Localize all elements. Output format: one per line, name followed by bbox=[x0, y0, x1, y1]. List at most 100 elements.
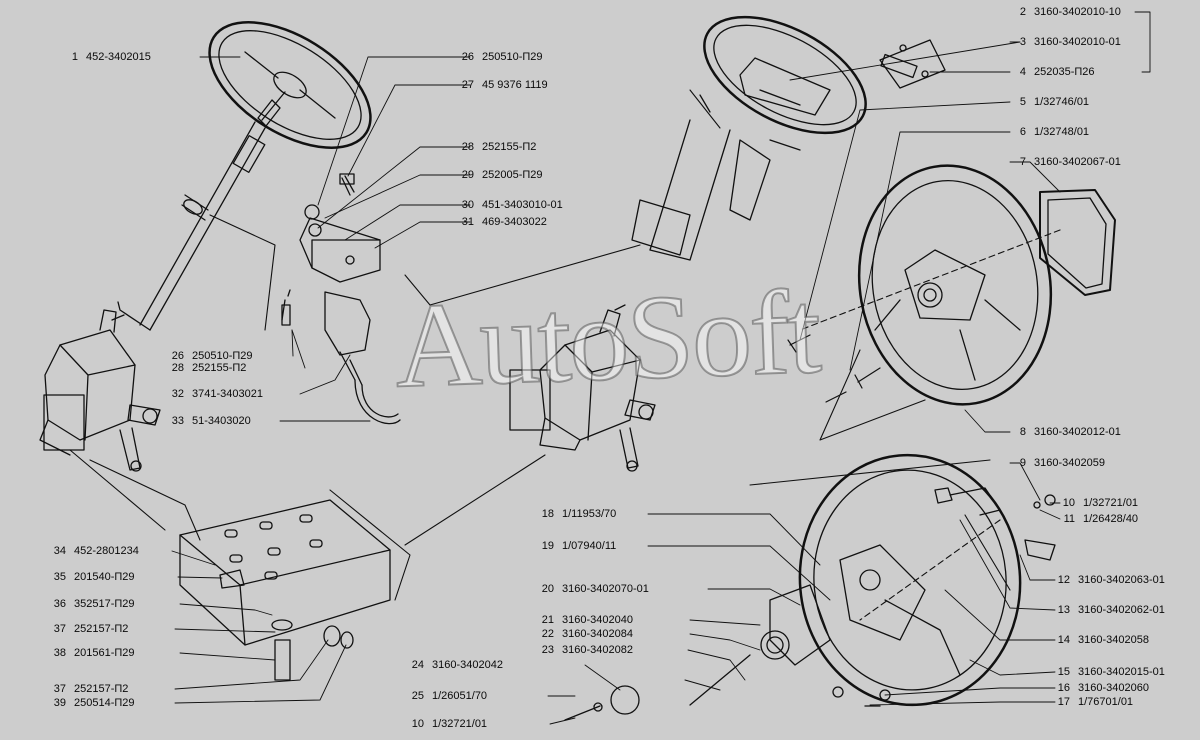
callout-c17: 17 1/76701/01 bbox=[1052, 696, 1133, 708]
callout-number: 7 bbox=[1019, 156, 1026, 168]
callout-number: 3 bbox=[1019, 36, 1026, 48]
callout-number: 28 bbox=[171, 362, 184, 374]
callout-part-number: 3160-3402070-01 bbox=[562, 583, 649, 595]
callout-number: 12 bbox=[1057, 574, 1070, 586]
callout-number: 36 bbox=[53, 598, 66, 610]
callout-c6: 6 1/32748/01 bbox=[1008, 126, 1089, 138]
callout-number: 22 bbox=[541, 628, 554, 640]
callout-part-number: 452-3402015 bbox=[86, 51, 151, 63]
callout-part-number: 3160-3402084 bbox=[562, 628, 633, 640]
callout-number: 19 bbox=[541, 540, 554, 552]
callout-number: 33 bbox=[171, 415, 184, 427]
steering-gear-center bbox=[509, 304, 656, 472]
callout-number: 31 bbox=[461, 216, 474, 228]
callout-part-number: 3160-3402010-01 bbox=[1034, 36, 1121, 48]
callout-part-number: 1/32748/01 bbox=[1034, 126, 1090, 138]
callout-part-number: 3160-3402067-01 bbox=[1034, 156, 1121, 168]
assembly-guide-lines bbox=[69, 89, 1061, 691]
callout-c26b: 26 250510-П29 bbox=[166, 350, 253, 362]
callout-number: 20 bbox=[541, 583, 554, 595]
callout-number: 4 bbox=[1019, 66, 1026, 78]
callout-part-number: 3160-3402059 bbox=[1034, 457, 1105, 469]
callout-number: 28 bbox=[461, 141, 474, 153]
callout-number: 26 bbox=[461, 51, 474, 63]
steering-wheel-upper-right bbox=[703, 15, 867, 135]
callout-part-number: 3160-3402042 bbox=[432, 659, 503, 671]
callout-number: 24 bbox=[411, 659, 424, 671]
callout-c24: 24 3160-3402042 bbox=[406, 659, 503, 671]
steering-column-upper-left bbox=[111, 121, 266, 331]
horn-pad bbox=[1039, 189, 1116, 296]
callout-part-number: 1/07940/11 bbox=[562, 540, 617, 552]
callout-number: 21 bbox=[541, 614, 554, 626]
callout-c22: 22 3160-3402084 bbox=[536, 628, 633, 640]
callout-c1: 1 452-3402015 bbox=[60, 51, 151, 63]
callout-part-number: 3160-3402040 bbox=[562, 614, 633, 626]
callout-c20: 20 3160-3402070-01 bbox=[536, 583, 649, 595]
callout-c28: 28 252155-П2 bbox=[456, 141, 537, 153]
callout-part-number: 1/26051/70 bbox=[432, 690, 488, 702]
callout-part-number: 51-3403020 bbox=[192, 415, 251, 427]
callout-number: 23 bbox=[541, 644, 554, 656]
callout-c5: 5 1/32746/01 bbox=[1008, 96, 1089, 108]
callout-part-number: 250514-П29 bbox=[74, 697, 135, 709]
callout-part-number: 1/32746/01 bbox=[1034, 96, 1090, 108]
callout-part-number: 1/76701/01 bbox=[1078, 696, 1134, 708]
callout-part-number: 1/32721/01 bbox=[432, 718, 488, 730]
callout-number: 10 bbox=[411, 718, 424, 730]
callout-number: 1 bbox=[71, 51, 78, 63]
callout-c3: 3 3160-3402010-01 bbox=[1008, 36, 1121, 48]
callout-part-number: 250510-П29 bbox=[192, 350, 253, 362]
callout-number: 17 bbox=[1057, 696, 1070, 708]
callout-c26a: 26 250510-П29 bbox=[456, 51, 543, 63]
callout-c7: 7 3160-3402067-01 bbox=[1008, 156, 1121, 168]
callout-number: 2 bbox=[1019, 6, 1026, 18]
callout-c25: 25 1/26051/70 bbox=[406, 690, 487, 702]
callout-c21: 21 3160-3402040 bbox=[536, 614, 633, 626]
switch-parts-lower bbox=[934, 487, 1056, 561]
callout-number: 38 bbox=[53, 647, 66, 659]
steering-gear-upper-left bbox=[39, 309, 161, 472]
callout-part-number: 201561-П29 bbox=[74, 647, 135, 659]
callout-number: 15 bbox=[1057, 666, 1070, 678]
callout-number: 10 bbox=[1062, 497, 1075, 509]
callout-part-number: 252155-П2 bbox=[482, 141, 537, 153]
callout-number: 11 bbox=[1063, 513, 1075, 525]
callout-c33: 33 51-3403020 bbox=[166, 415, 251, 427]
callout-c10b: 10 1/32721/01 bbox=[406, 718, 487, 730]
callout-part-number: 1/26428/40 bbox=[1083, 513, 1139, 525]
callout-c28b: 28 252155-П2 bbox=[166, 362, 247, 374]
callout-part-number: 252155-П2 bbox=[192, 362, 247, 374]
callout-part-number: 250510-П29 bbox=[482, 51, 543, 63]
callout-number: 29 bbox=[461, 169, 474, 181]
steering-wheel-lower bbox=[798, 453, 1022, 707]
callout-part-number: 1/32721/01 bbox=[1083, 497, 1139, 509]
callout-part-number: 3160-3402060 bbox=[1078, 682, 1149, 694]
steering-wheel-middle-right bbox=[857, 164, 1053, 406]
callout-number: 16 bbox=[1057, 682, 1070, 694]
callout-c10a: 10 1/32721/01 bbox=[1057, 497, 1138, 509]
callout-number: 37 bbox=[53, 683, 66, 695]
callout-number: 6 bbox=[1019, 126, 1026, 138]
column-bracket-parts-center bbox=[281, 173, 401, 425]
callout-part-number: 3741-3403021 bbox=[192, 388, 263, 400]
callout-number: 32 bbox=[171, 388, 184, 400]
callout-number: 25 bbox=[411, 690, 424, 702]
callout-number: 26 bbox=[171, 350, 184, 362]
callout-number: 5 bbox=[1019, 96, 1026, 108]
callout-number: 30 bbox=[461, 199, 474, 211]
callout-c32: 32 3741-3403021 bbox=[166, 388, 263, 400]
